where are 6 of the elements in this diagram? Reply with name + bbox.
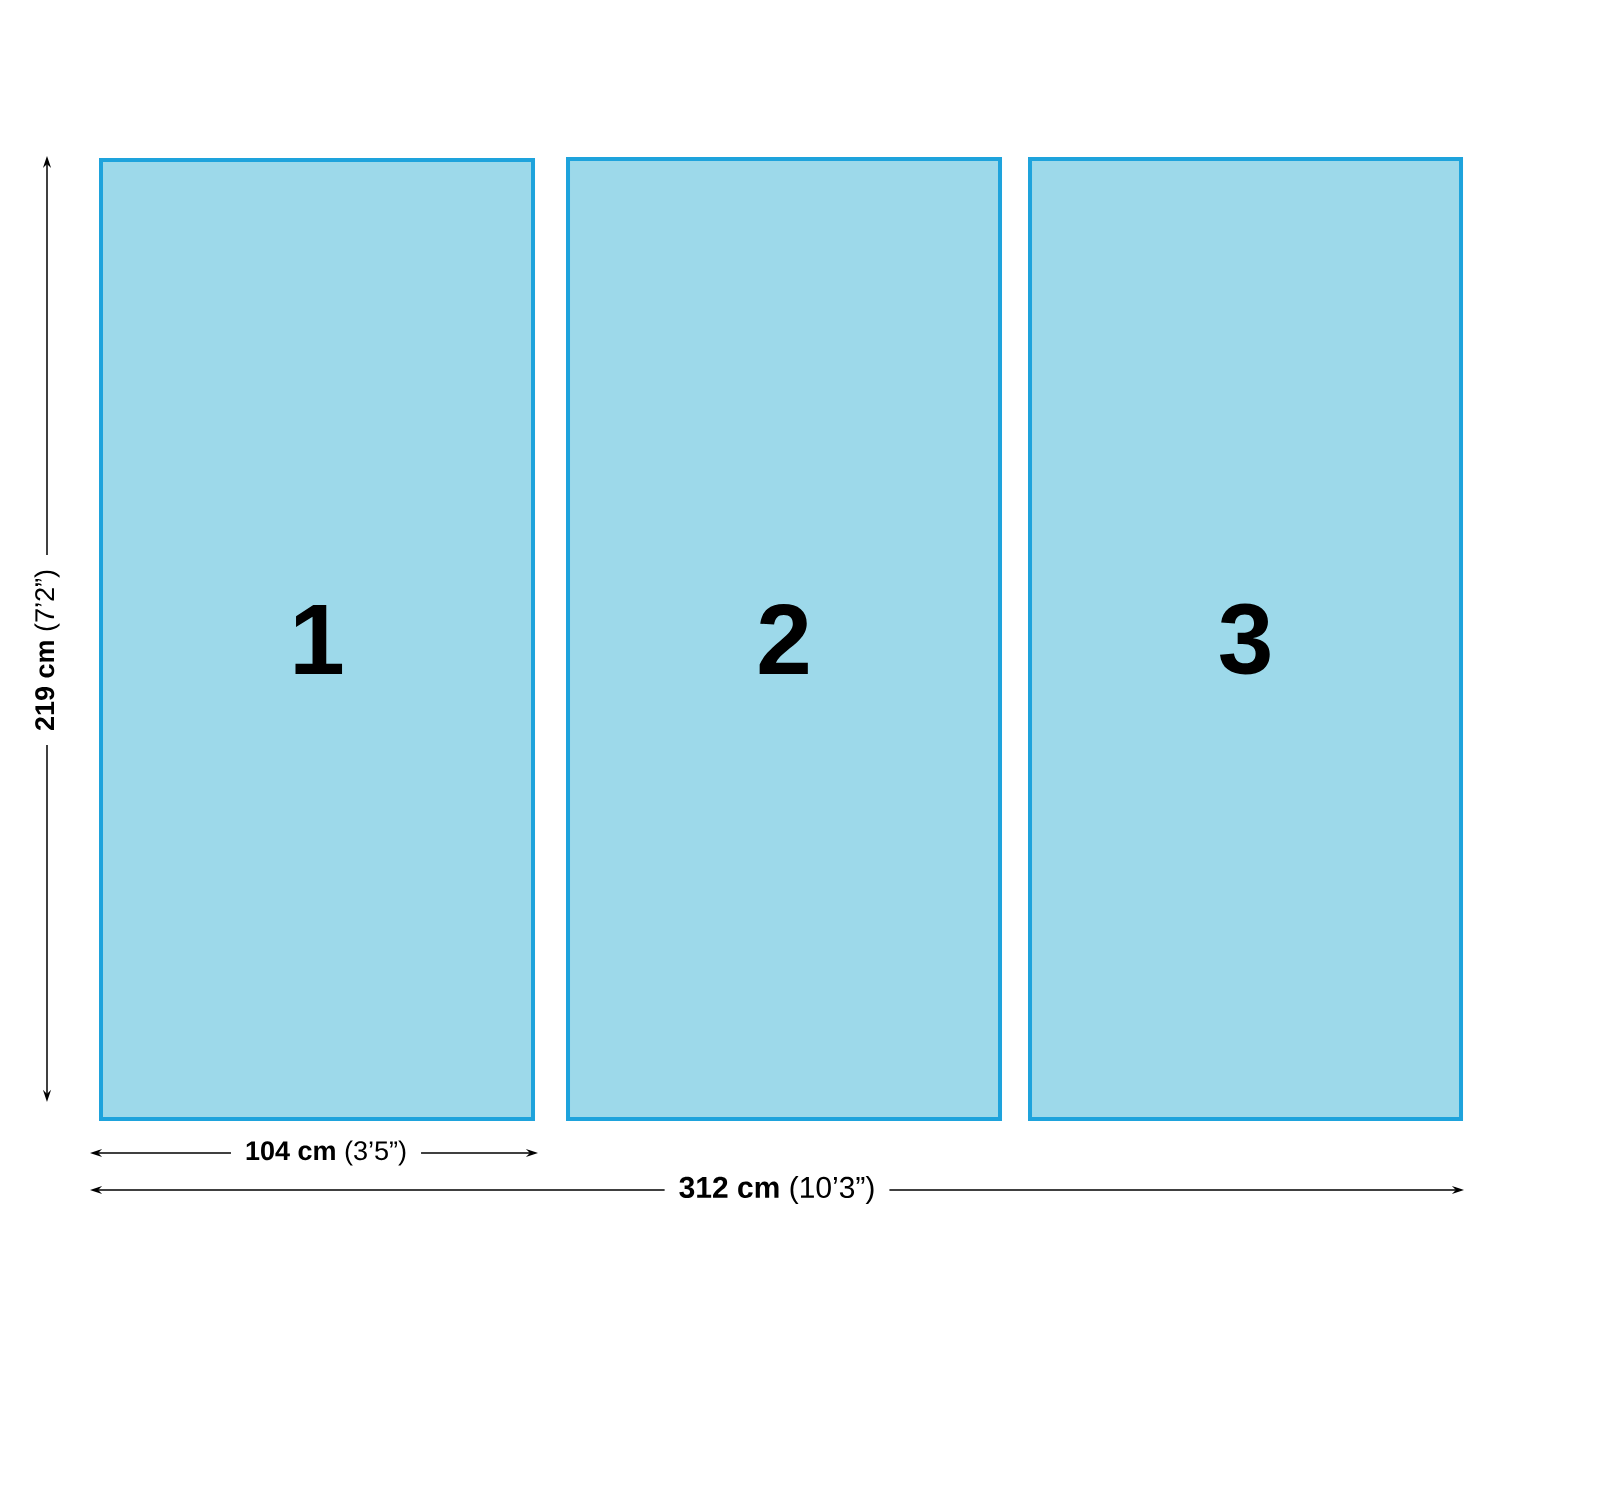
dimension-label: 219 cm (7’2”) — [32, 554, 62, 746]
panel-box: 2 — [566, 157, 1002, 1121]
panel-box: 3 — [1028, 157, 1463, 1121]
panel-box: 1 — [99, 158, 535, 1121]
dimension-label: 312 cm (10’3”) — [664, 1174, 890, 1206]
dimension-label: 104 cm (3’5”) — [230, 1138, 422, 1168]
